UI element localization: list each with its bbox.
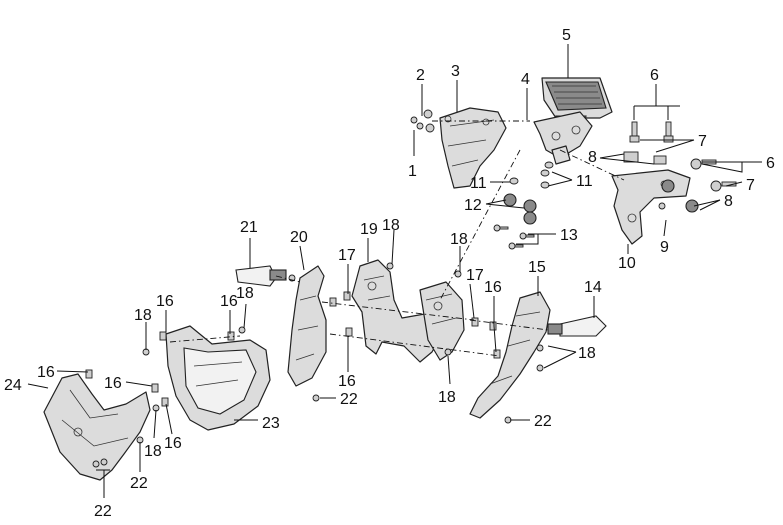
- callout-7-top: 7: [698, 133, 707, 150]
- callout-13: 13: [560, 227, 578, 244]
- small-clips: [85, 262, 544, 468]
- assembly-lines: [169, 120, 625, 357]
- callout-23: 23: [262, 415, 280, 432]
- callout-14: 14: [584, 279, 602, 296]
- callout-10: 10: [618, 255, 636, 272]
- callout-16-g: 16: [164, 435, 182, 452]
- callout-labels: 1 2 3 4 5 6 6 7 7 8 8 9 10 11 11 12 13 1…: [4, 27, 775, 520]
- left-inner-panel: [287, 265, 327, 387]
- callout-17-a: 17: [338, 247, 356, 264]
- front-cowl: [43, 373, 151, 481]
- cover-panel: [439, 107, 507, 189]
- callout-7-right: 7: [746, 177, 755, 194]
- callout-1: 1: [408, 163, 417, 180]
- callout-18-f: 18: [438, 389, 456, 406]
- callout-19: 19: [360, 221, 378, 238]
- callout-16-d: 16: [338, 373, 356, 390]
- callout-12: 12: [464, 197, 482, 214]
- cluster-bracket: [533, 111, 593, 165]
- callout-16-c: 16: [484, 279, 502, 296]
- callout-11-left: 11: [470, 175, 487, 192]
- callout-22-d: 22: [94, 503, 112, 520]
- mount-bracket: [611, 169, 691, 245]
- callout-9: 9: [660, 239, 669, 256]
- callout-3: 3: [451, 63, 460, 80]
- callout-18-e: 18: [578, 345, 596, 362]
- callout-18-g: 18: [144, 443, 162, 460]
- callout-6-right: 6: [766, 155, 775, 172]
- callout-21: 21: [240, 219, 258, 236]
- center-fasteners: [410, 109, 554, 250]
- upper-fasteners: [623, 121, 737, 213]
- callout-18-b: 18: [450, 231, 468, 248]
- callout-18-c: 18: [236, 285, 254, 302]
- callout-22-b: 22: [534, 413, 552, 430]
- headlight: [165, 325, 271, 431]
- center-frame: [351, 259, 465, 363]
- callout-22-c: 22: [130, 475, 148, 492]
- callout-16-f: 16: [104, 375, 122, 392]
- callout-24: 24: [4, 377, 22, 394]
- callout-16-e: 16: [37, 364, 55, 381]
- callout-8-left: 8: [588, 149, 597, 166]
- callout-16-b: 16: [220, 293, 238, 310]
- callout-5: 5: [562, 27, 571, 44]
- callout-15: 15: [528, 259, 546, 276]
- callout-17-b: 17: [466, 267, 484, 284]
- callout-8-right: 8: [724, 193, 733, 210]
- callout-6-top: 6: [650, 67, 659, 84]
- callout-20: 20: [290, 229, 308, 246]
- right-panel: [469, 291, 551, 419]
- instrument-cluster: [541, 77, 613, 133]
- callout-2: 2: [416, 67, 425, 84]
- leader-lines: [27, 44, 762, 498]
- callout-18-a: 18: [382, 217, 400, 234]
- callout-16-a: 16: [156, 293, 174, 310]
- right-turn-signal: [547, 315, 607, 337]
- callout-22-a: 22: [340, 391, 358, 408]
- callout-11-right: 11: [576, 173, 593, 190]
- callout-18-d: 18: [134, 307, 152, 324]
- left-turn-signal: [235, 265, 296, 287]
- callout-4: 4: [521, 71, 530, 88]
